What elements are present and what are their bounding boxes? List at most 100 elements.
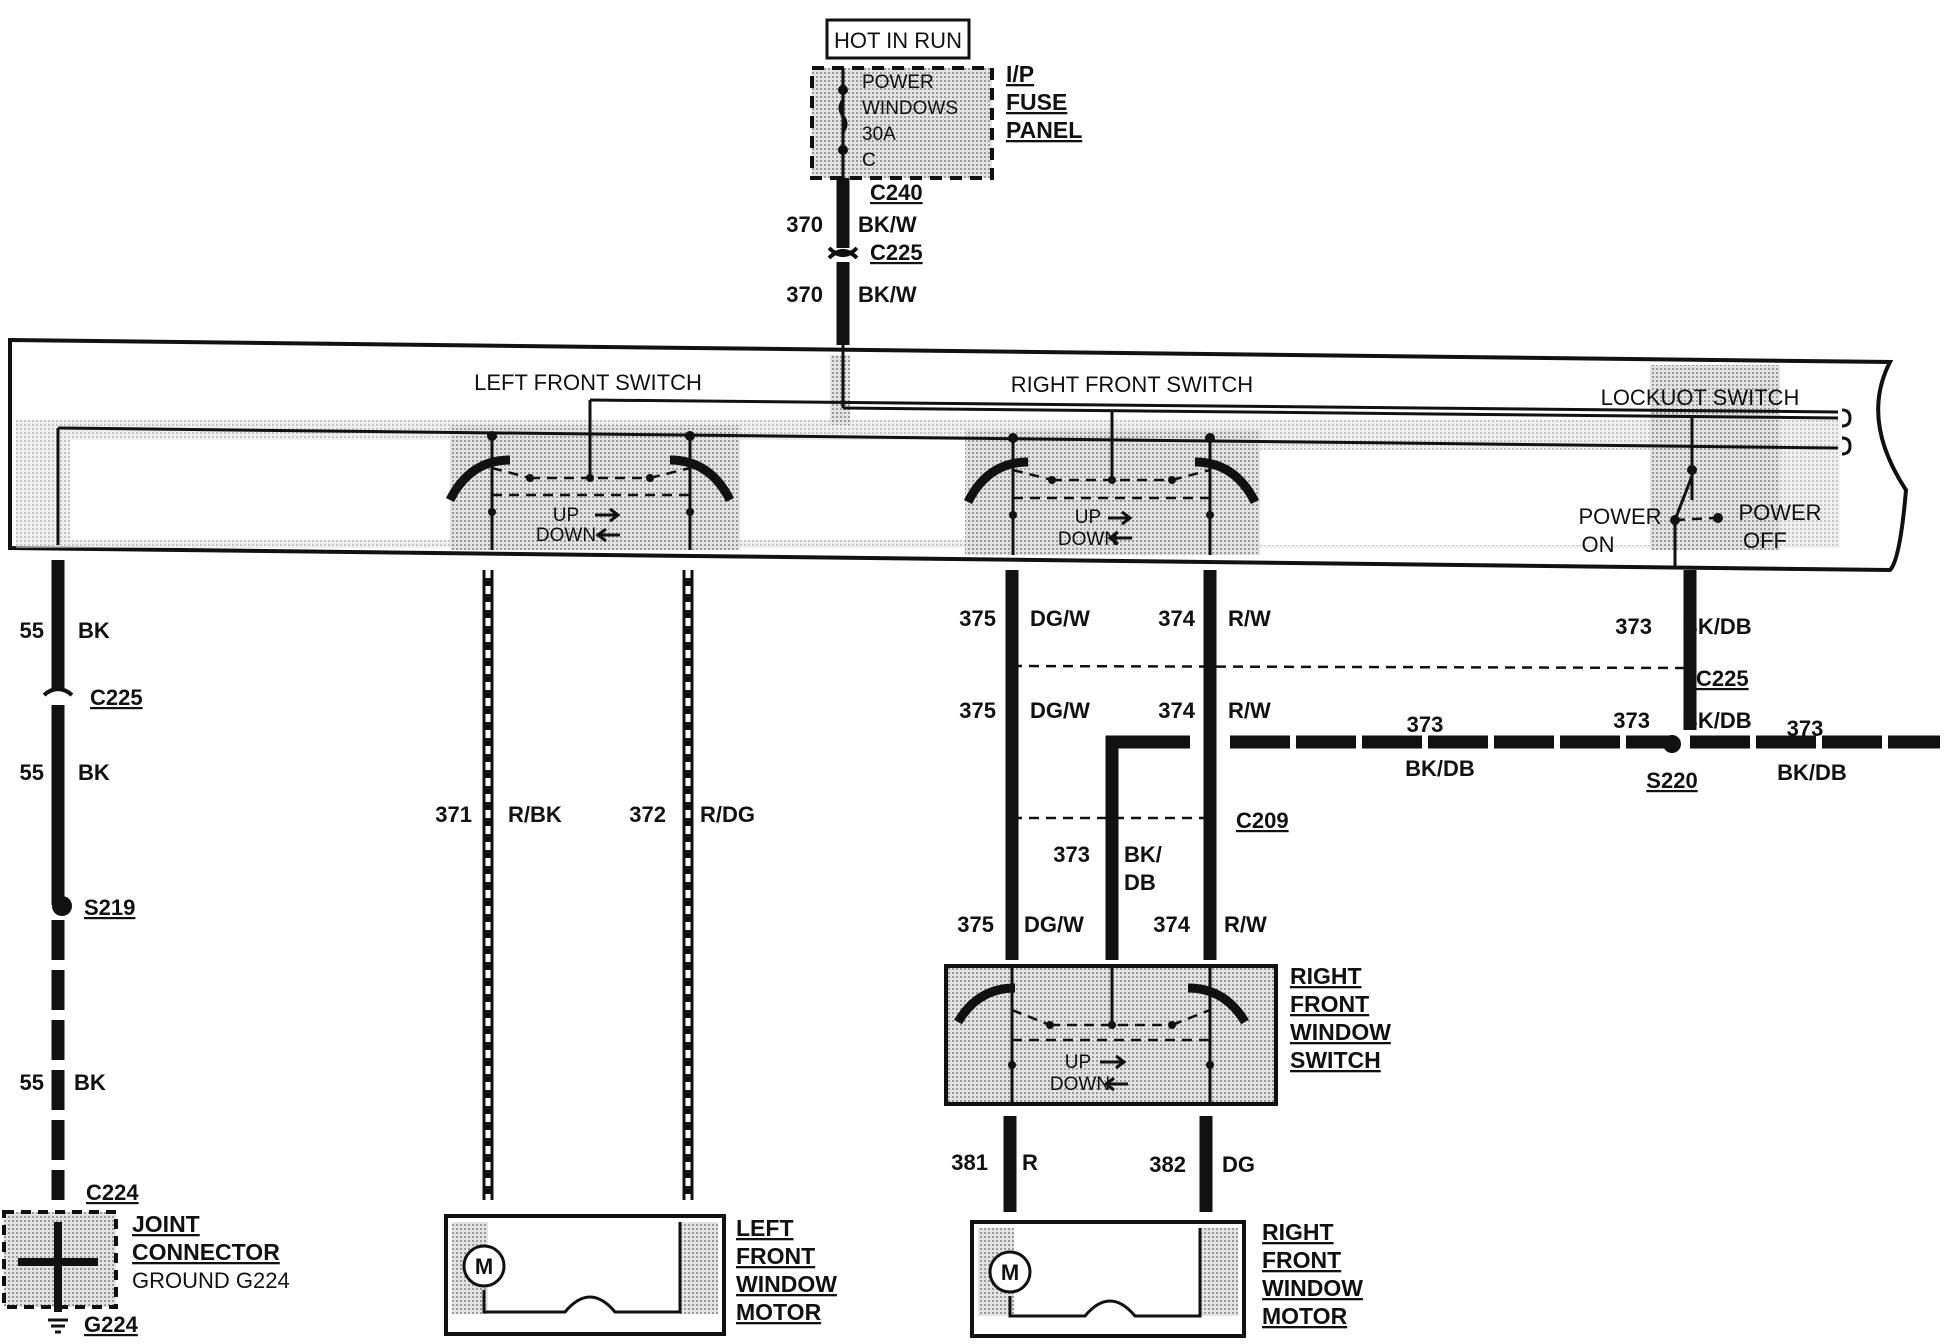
fuse-label-2: WINDOWS [862,98,958,119]
wire-375-color-3: DG/W [1024,912,1084,937]
wire-371-number: 371 [435,802,472,827]
rfm-label-3: WINDOW [1262,1275,1363,1301]
fuse-label-3: 30A [862,124,896,145]
hot-in-run-label: HOT IN RUN [834,28,962,53]
wire-373-color-2: BK/DB [1405,756,1475,781]
power-on-label-2: ON [1582,532,1615,557]
wire-374-number-1: 374 [1158,606,1195,631]
joint-label-3: GROUND G224 [132,1268,290,1293]
rfm-label-4: MOTOR [1262,1303,1348,1329]
rf-down-label: DOWN [1058,529,1118,550]
wire-373-number-3: 373 [1613,708,1650,733]
fuse-label-1: POWER [862,72,934,93]
wire-374-color-1: R/W [1228,606,1271,631]
rfws-up-arrow-icon [1100,1054,1127,1070]
wire-375-number-3: 375 [957,912,994,937]
rfs-label-3: WINDOW [1290,1019,1391,1045]
c225-left-label: C225 [90,685,143,710]
wire-55-number-2: 55 [20,760,44,785]
c225-right-connector-line [1011,664,1691,670]
wire-55-number-1: 55 [20,618,44,643]
left-front-switch-body [450,425,740,550]
rf-up-arrow-icon [1108,510,1133,526]
wire-374-color-3: R/W [1224,912,1267,937]
wire-374-number-3: 374 [1153,912,1190,937]
left-motor-symbol: M [475,1254,493,1279]
hot-in-run-box [825,18,971,60]
wire-55-color-1: BK [78,618,110,643]
wire-370-number: 370 [786,212,823,237]
wire-374-color-2: R/W [1228,698,1271,723]
fuse-label-4: C [862,150,876,171]
wire-373-color-5b: DB [1124,870,1156,895]
lf-up-arrow-icon [595,507,621,523]
wire-375-color-2: DG/W [1030,698,1090,723]
left-front-switch-label: LEFT FRONT SWITCH [474,370,702,395]
fuse-label: FUSE [1006,89,1067,115]
wire-370-color-2: BK/W [858,282,917,307]
wire-374-number-2: 374 [1158,698,1195,723]
ground-icon [48,1318,68,1334]
lockout-switch-blade [1673,475,1694,521]
c209-label: C209 [1236,808,1289,833]
joint-label-1: JOINT [132,1211,200,1237]
wire-372-color: R/DG [700,802,755,827]
lfm-label-3: WINDOW [736,1271,837,1297]
wire-375-number-2: 375 [959,698,996,723]
s219-label: S219 [84,895,135,920]
rf-up-label: UP [1075,507,1101,528]
wire-373-number-1: 373 [1615,614,1652,639]
left-motor-icon [462,1244,506,1288]
wire-372-number: 372 [629,802,666,827]
rfm-label-2: FRONT [1262,1247,1341,1273]
lfm-label-2: FRONT [736,1243,815,1269]
rfws-down-arrow-icon [1103,1076,1128,1092]
lfm-label-1: LEFT [736,1215,794,1241]
lf-down-label: DOWN [536,525,596,546]
c240-label: C240 [870,180,923,205]
rfs-label-1: RIGHT [1290,963,1362,989]
wire-373-color-1: BK/DB [1682,614,1752,639]
wire-373-color-3: BK/DB [1682,708,1752,733]
wire-370-color: BK/W [858,212,917,237]
wire-373-color-4: BK/DB [1777,760,1847,785]
right-front-switch-label: RIGHT FRONT SWITCH [1011,372,1253,397]
wire-371-color: R/BK [508,802,562,827]
wire-373-number-5: 373 [1053,842,1090,867]
lockout-switch-label: LOCKUOT SWITCH [1601,385,1800,410]
rfs-label-2: FRONT [1290,991,1369,1017]
rfws-down-label: DOWN [1050,1074,1110,1095]
rfs-label-4: SWITCH [1290,1047,1381,1073]
lfm-label-4: MOTOR [736,1299,822,1325]
ip-label: I/P [1006,61,1034,87]
fuse-symbol [838,99,848,133]
wire-375-number-1: 375 [959,606,996,631]
g224-label: G224 [84,1312,139,1337]
c224-label: C224 [86,1180,139,1205]
power-off-label-2: OFF [1743,528,1787,553]
rfm-label-1: RIGHT [1262,1219,1334,1245]
s219-splice [52,896,72,916]
lf-down-arrow-icon [595,527,620,543]
right-motor-symbol: M [1001,1260,1019,1285]
wire-373-number-4: 373 [1787,716,1824,741]
joint-label-2: CONNECTOR [132,1239,280,1265]
rfws-up-label: UP [1065,1052,1091,1073]
lf-up-label: UP [553,505,579,526]
wire-375-color-1: DG/W [1030,606,1090,631]
wire-370-number-2: 370 [786,282,823,307]
wire-382-number: 382 [1149,1152,1186,1177]
c225-top-label: C225 [870,240,923,265]
s220-label: S220 [1646,768,1697,793]
wire-373-color-5a: BK/ [1124,842,1162,867]
wire-373-to-switch [1105,735,1190,960]
wire-55-color-2: BK [78,760,110,785]
wire-55-number-3: 55 [20,1070,44,1095]
c225-right-label: C225 [1696,666,1749,691]
s220-splice [1663,735,1681,753]
wire-381-color: R [1022,1150,1038,1175]
power-on-label-1: POWER [1578,504,1661,529]
wire-382-color: DG [1222,1152,1255,1177]
power-off-label-1: POWER [1738,500,1821,525]
